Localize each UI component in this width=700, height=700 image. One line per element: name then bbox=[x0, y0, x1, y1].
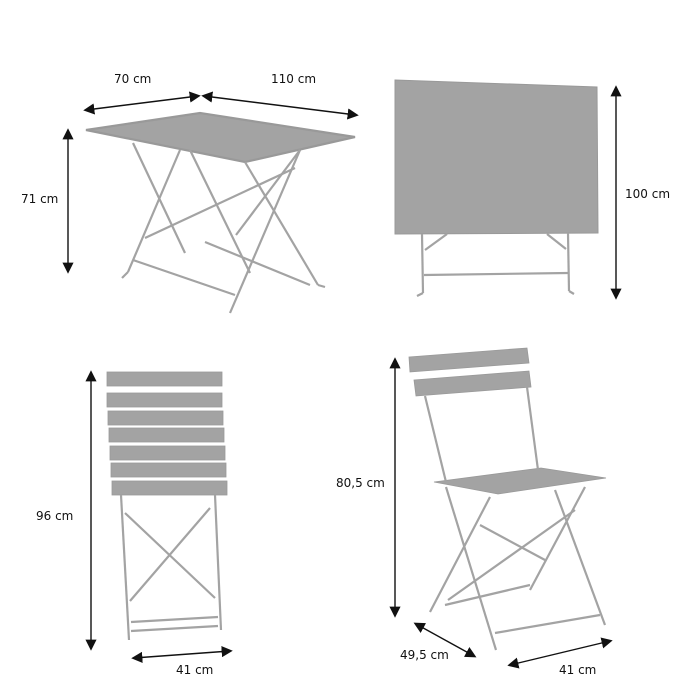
table-folded-height-label: 100 cm bbox=[625, 187, 671, 201]
table-open-arrows bbox=[62, 91, 359, 274]
table-depth-label: 70 cm bbox=[114, 72, 152, 86]
table-height-label: 71 cm bbox=[21, 192, 59, 206]
chair-folded-width-label: 41 cm bbox=[176, 663, 214, 677]
chair-folded-arrows bbox=[85, 370, 233, 663]
table-open-illustration bbox=[85, 111, 356, 314]
chair-open-depth-label: 49,5 cm bbox=[400, 648, 449, 662]
table-width-label: 110 cm bbox=[271, 72, 317, 86]
chair-open-arrows bbox=[389, 357, 613, 669]
chair-open-height-label: 80,5 cm bbox=[336, 476, 385, 490]
chair-open-illustration bbox=[408, 347, 607, 651]
chair-folded-illustration bbox=[106, 371, 228, 641]
chair-folded-height-label: 96 cm bbox=[36, 509, 74, 523]
table-folded-illustration bbox=[394, 79, 599, 297]
chair-open-width-label: 41 cm bbox=[559, 663, 597, 677]
